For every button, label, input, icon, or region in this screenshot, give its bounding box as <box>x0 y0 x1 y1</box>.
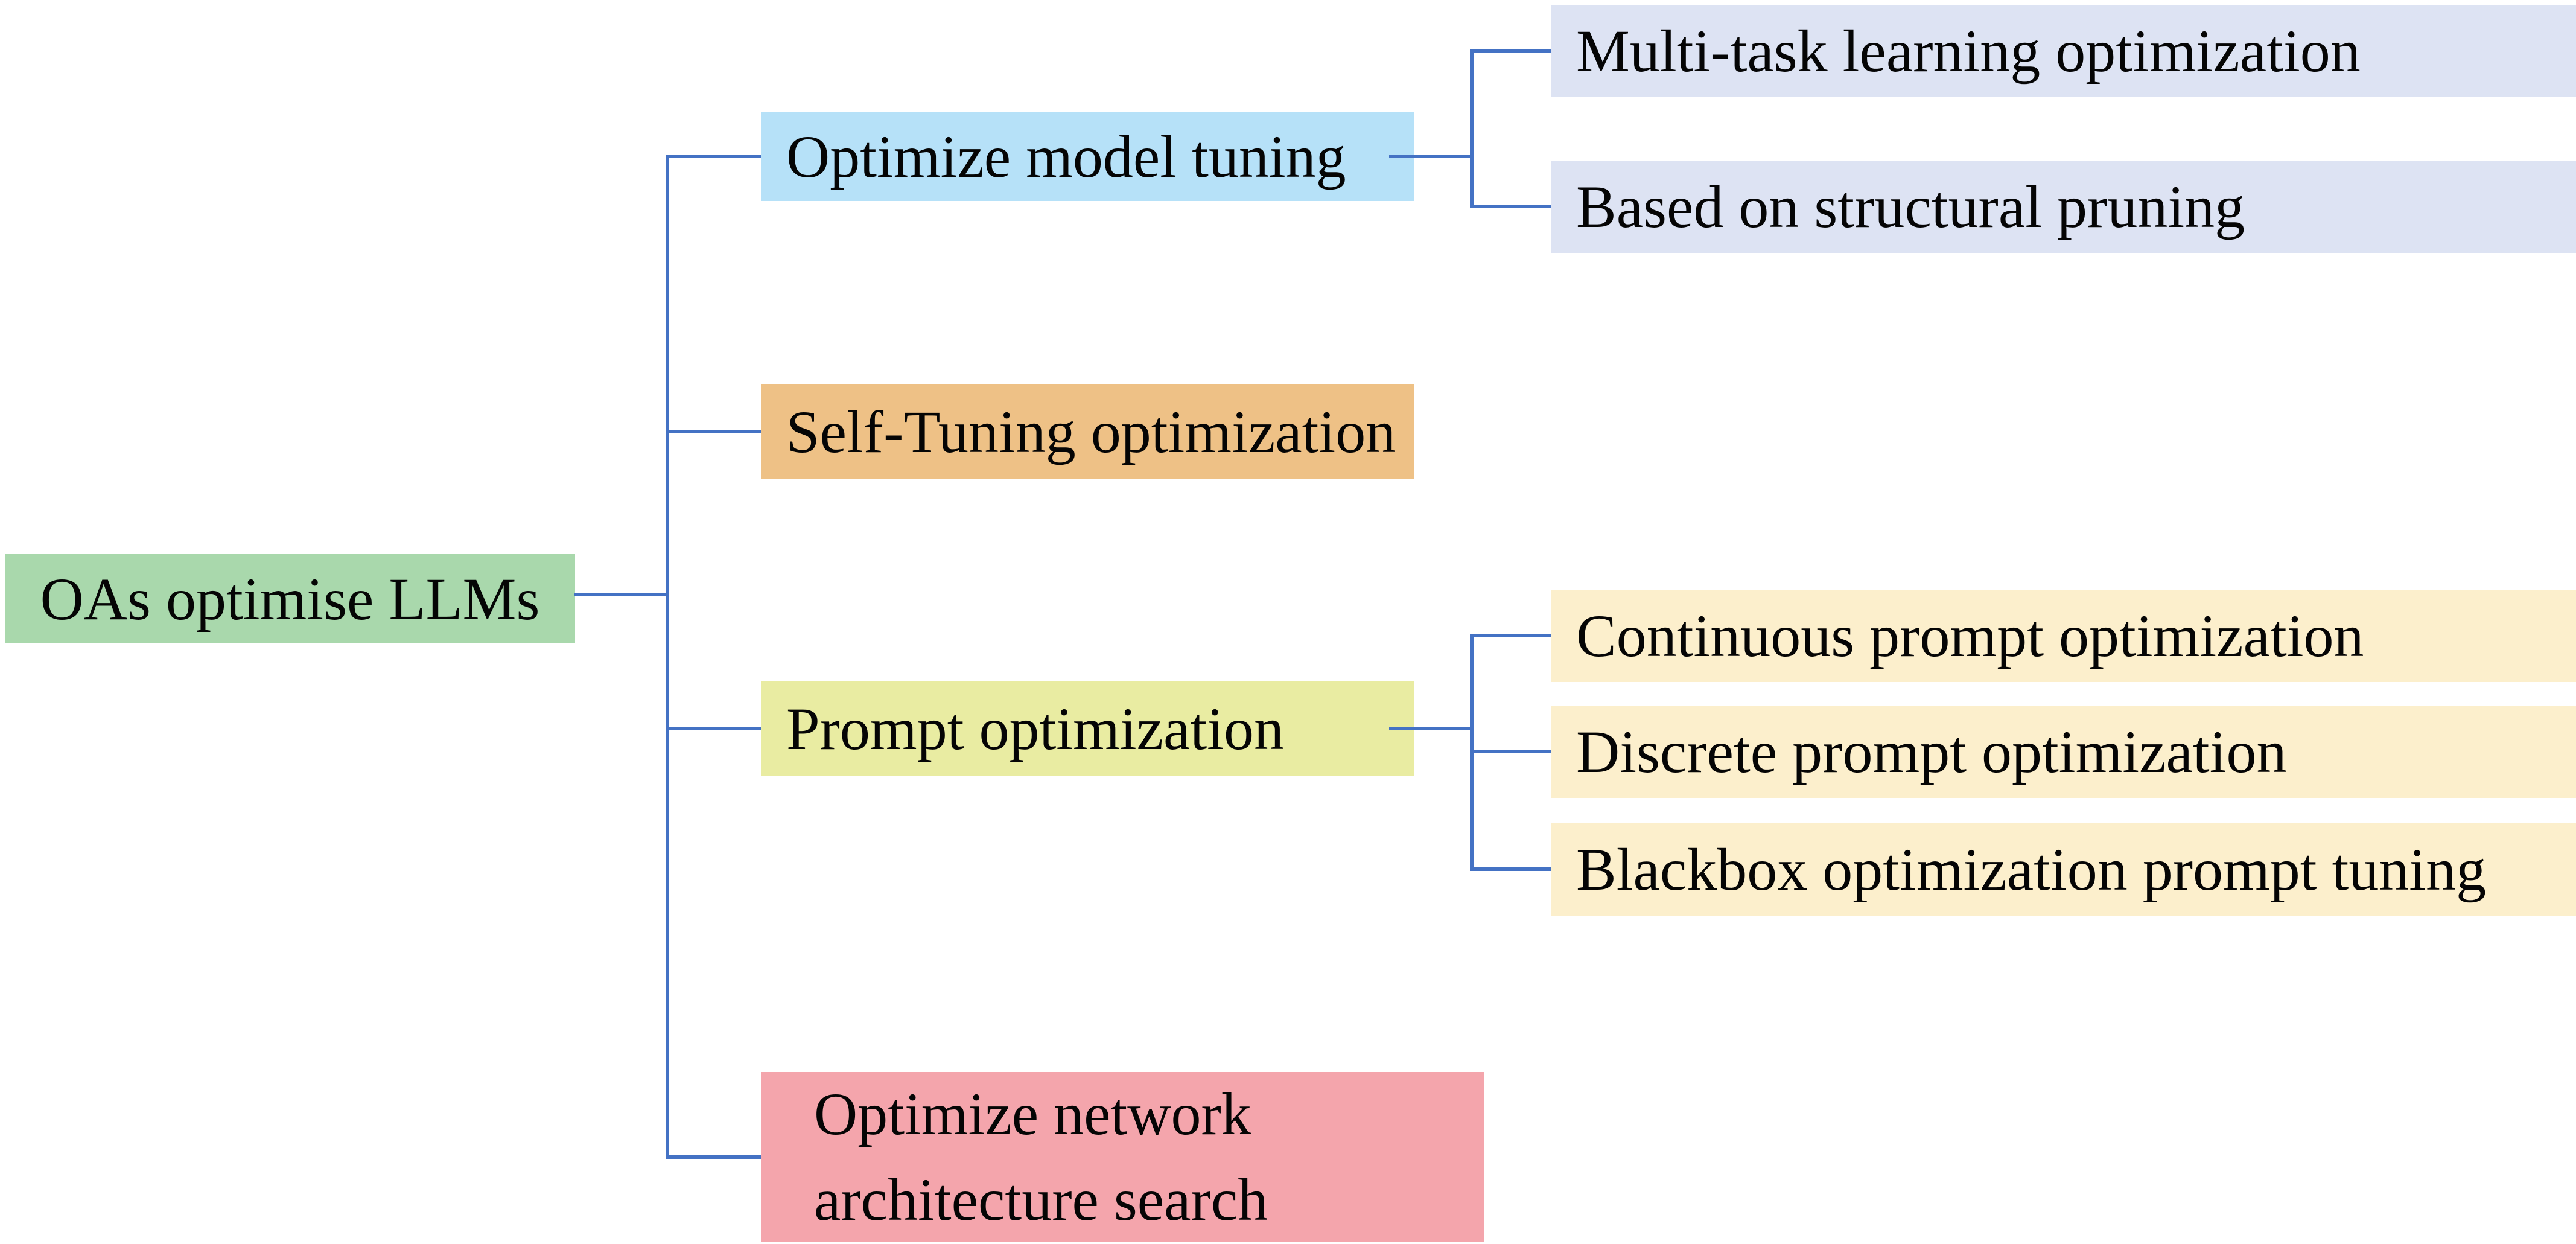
connector-stub-discrete-prompt <box>1470 750 1551 753</box>
leaf-node-continuous-prompt-optimization: Continuous prompt optimization <box>1551 590 2576 682</box>
connector-stub-blackbox-prompt <box>1470 867 1551 871</box>
connector-stub-multi-task <box>1470 49 1551 53</box>
leaf-node-based-on-structural-pruning: Based on structural pruning <box>1551 161 2576 253</box>
connector-branch-model-tuning <box>666 155 761 158</box>
connector-branch-prompt <box>666 727 761 730</box>
connector-model-tuning-out <box>1389 155 1474 158</box>
connector-root-horizontal <box>574 593 669 596</box>
connector-trunk-vertical <box>666 155 669 1159</box>
leaf-node-blackbox-optimization-prompt-tuning: Blackbox optimization prompt tuning <box>1551 823 2576 916</box>
branch-node-self-tuning-optimization: Self-Tuning optimization <box>761 384 1414 479</box>
branch-node-optimize-model-tuning: Optimize model tuning <box>761 112 1414 201</box>
connector-model-tuning-bracket-vertical <box>1470 49 1474 208</box>
connector-prompt-out <box>1389 727 1474 730</box>
connector-branch-self-tuning <box>666 430 761 433</box>
leaf-node-discrete-prompt-optimization: Discrete prompt optimization <box>1551 706 2576 798</box>
connector-stub-continuous-prompt <box>1470 634 1551 637</box>
branch-node-prompt-optimization: Prompt optimization <box>761 681 1414 776</box>
root-node: OAs optimise LLMs <box>5 554 575 643</box>
connector-branch-network-architecture <box>666 1155 761 1159</box>
connector-stub-structural-pruning <box>1470 205 1551 208</box>
branch-node-optimize-network-architecture-search: Optimize network architecture search <box>761 1072 1484 1242</box>
leaf-node-multi-task-learning-optimization: Multi-task learning optimization <box>1551 5 2576 97</box>
